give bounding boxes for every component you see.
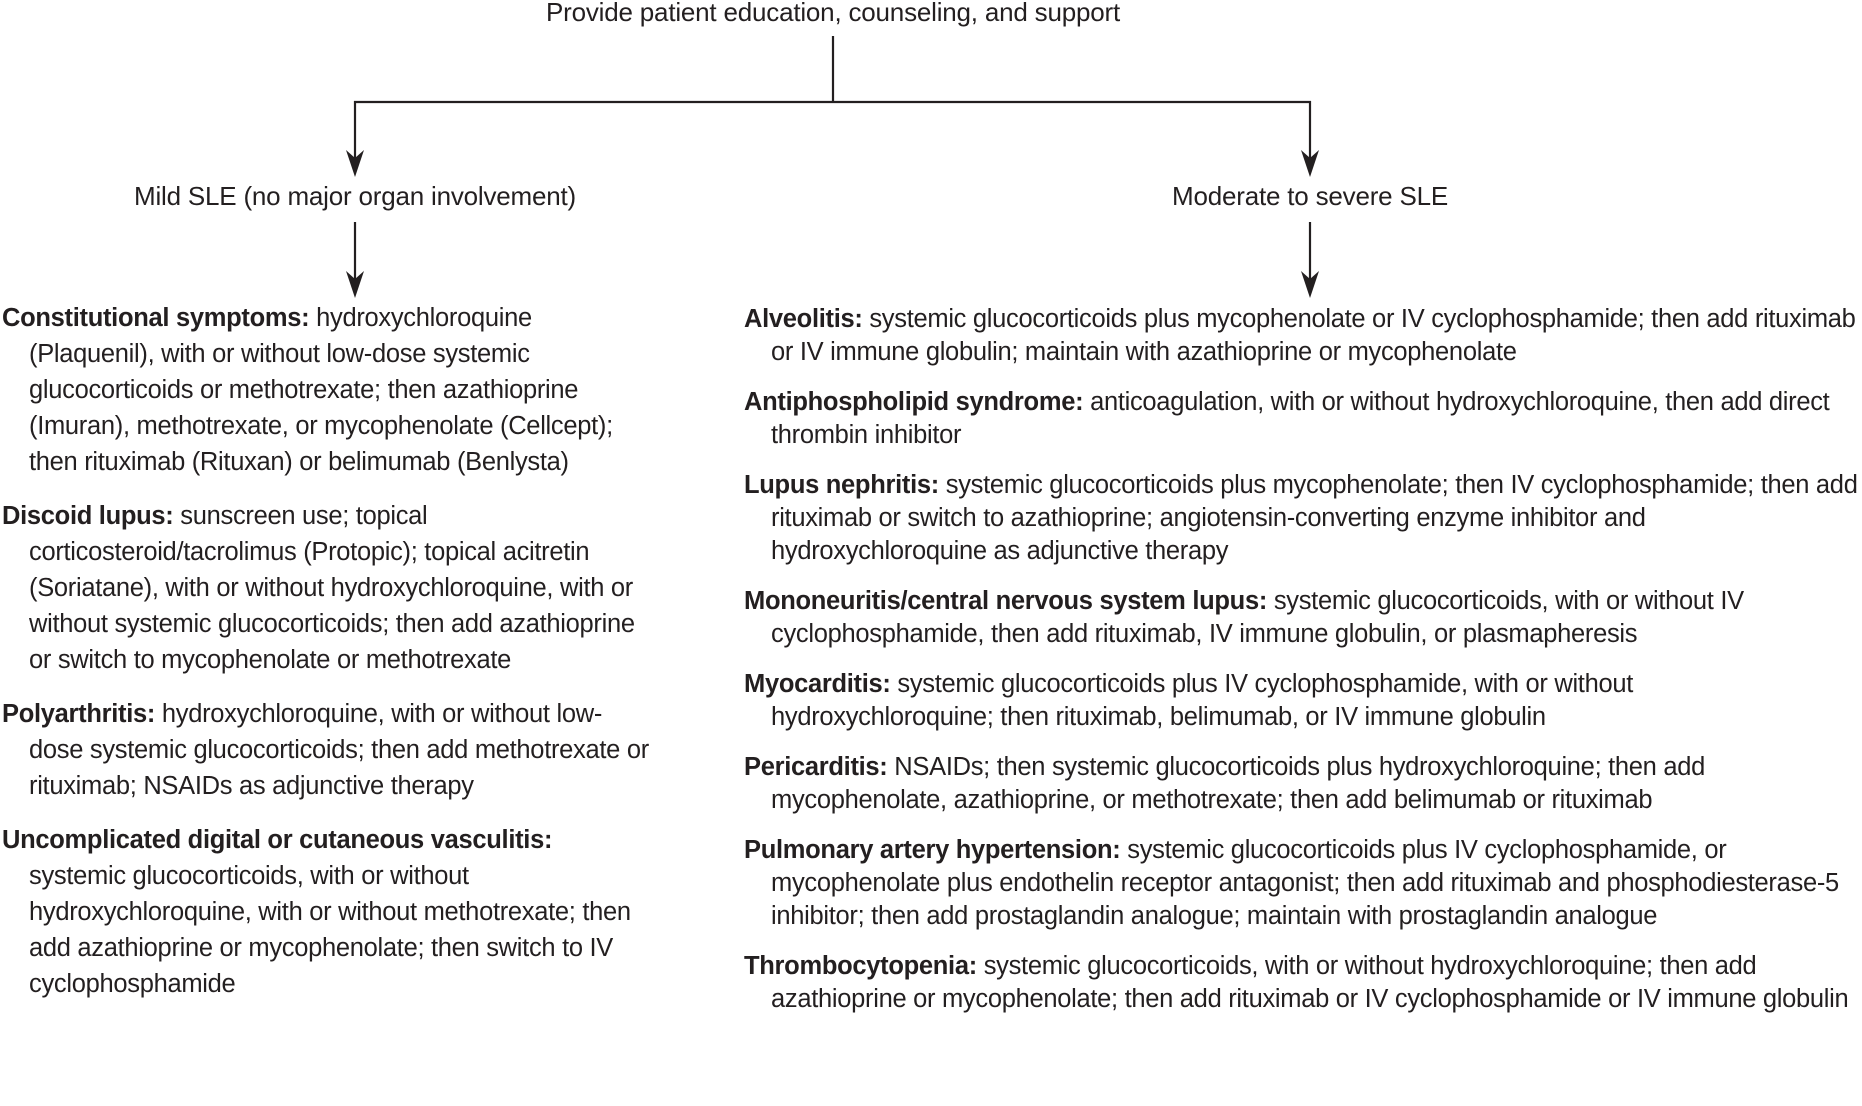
moderate-severe-sle-treatment-list: Alveolitis: systemic glucocorticoids plu… (744, 303, 1862, 1016)
treatment-regimen: hydroxychloroquine, with or without low-… (29, 700, 649, 800)
condition-name: Antiphospholipid syndrome: (744, 388, 1084, 416)
condition-name: Constitutional symptoms: (2, 304, 310, 332)
treatment-regimen: anticoagulation, with or without hydroxy… (771, 388, 1830, 449)
treatment-regimen: systemic glucocorticoids plus mycophenol… (771, 305, 1856, 366)
flowchart-root-title: Provide patient education, counseling, a… (546, 0, 1120, 27)
condition-name: Alveolitis: (744, 305, 863, 333)
treatment-entry-pericarditis: Pericarditis: NSAIDs; then systemic gluc… (744, 751, 1862, 817)
severe-list-arrowhead-icon (1301, 271, 1319, 298)
condition-name: Lupus nephritis: (744, 471, 939, 499)
mild-list-arrowhead-icon (346, 271, 364, 298)
treatment-entry-vasculitis: Uncomplicated digital or cutaneous vascu… (2, 822, 650, 1002)
treatment-regimen: systemic glucocorticoids plus IV cycloph… (771, 836, 1839, 930)
treatment-regimen: systemic glucocorticoids, with or withou… (771, 952, 1849, 1013)
branch-label-moderate-severe-sle: Moderate to severe SLE (1172, 181, 1448, 211)
severe-branch-arrowhead-icon (1301, 150, 1319, 177)
treatment-entry-myocarditis: Myocarditis: systemic glucocorticoids pl… (744, 668, 1862, 734)
treatment-entry-polyarthritis: Polyarthritis: hydroxychloroquine, with … (2, 696, 650, 804)
treatment-regimen: NSAIDs; then systemic glucocorticoids pl… (771, 753, 1705, 814)
condition-name: Mononeuritis/central nervous system lupu… (744, 587, 1268, 615)
treatment-entry-pulmonary-artery-hypertension: Pulmonary artery hypertension: systemic … (744, 834, 1862, 933)
branch-label-mild-sle: Mild SLE (no major organ involvement) (133, 181, 577, 211)
condition-name: Myocarditis: (744, 670, 891, 698)
condition-name: Uncomplicated digital or cutaneous vascu… (2, 826, 553, 854)
treatment-regimen: systemic glucocorticoids plus IV cycloph… (771, 670, 1634, 731)
treatment-regimen: systemic glucocorticoids, with or withou… (771, 587, 1744, 648)
mild-sle-treatment-list: Constitutional symptoms: hydroxychloroqu… (2, 300, 650, 1002)
treatment-entry-lupus-nephritis: Lupus nephritis: systemic glucocorticoid… (744, 469, 1862, 568)
treatment-entry-constitutional-symptoms: Constitutional symptoms: hydroxychloroqu… (2, 300, 650, 480)
treatment-entry-antiphospholipid-syndrome: Antiphospholipid syndrome: anticoagulati… (744, 386, 1862, 452)
treatment-regimen: hydroxychloroquine (Plaquenil), with or … (29, 304, 613, 476)
treatment-regimen: sunscreen use; topical corticosteroid/ta… (29, 502, 635, 674)
condition-name: Thrombocytopenia: (744, 952, 977, 980)
condition-name: Polyarthritis: (2, 700, 156, 728)
treatment-entry-discoid-lupus: Discoid lupus: sunscreen use; topical co… (2, 498, 650, 678)
treatment-entry-thrombocytopenia: Thrombocytopenia: systemic glucocorticoi… (744, 950, 1862, 1016)
treatment-regimen: systemic glucocorticoids plus mycophenol… (771, 471, 1858, 565)
treatment-entry-alveolitis: Alveolitis: systemic glucocorticoids plu… (744, 303, 1862, 369)
treatment-entry-mononeuritis-cns-lupus: Mononeuritis/central nervous system lupu… (744, 585, 1862, 651)
condition-name: Pulmonary artery hypertension: (744, 836, 1121, 864)
condition-name: Pericarditis: (744, 753, 888, 781)
condition-name: Discoid lupus: (2, 502, 174, 530)
mild-branch-arrowhead-icon (346, 150, 364, 177)
flowchart-connectors (346, 36, 1319, 298)
treatment-regimen: systemic glucocorticoids, with or withou… (29, 862, 631, 998)
